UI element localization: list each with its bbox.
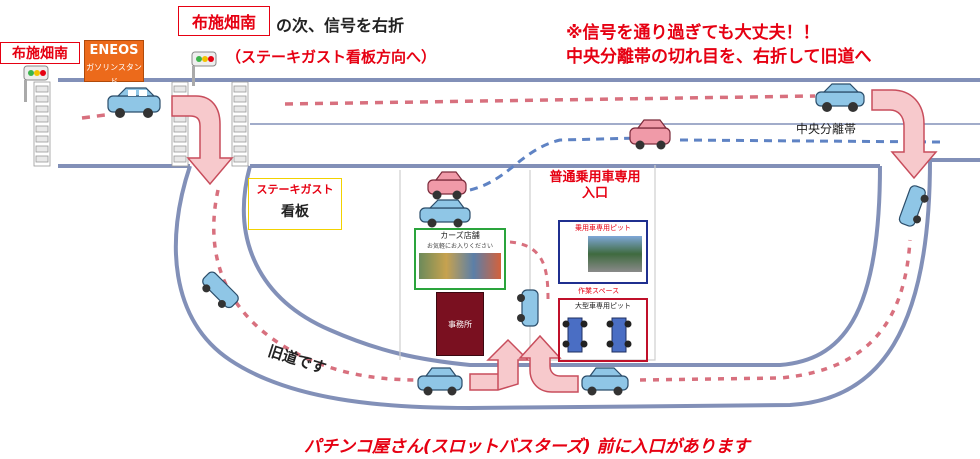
entrance-label: 普通乗用車専用 入口 [540, 170, 650, 202]
route-left-approach [81, 113, 106, 120]
entrance-arrow-left-icon [469, 338, 530, 391]
crosswalk-middle-a [171, 81, 189, 167]
steak-sign-line1: ステーキガスト [256, 183, 334, 196]
eneos-brand: ENEOS [89, 43, 139, 58]
route-old-road-left [212, 189, 421, 382]
median-label: 中央分離帯 [796, 122, 857, 136]
turn-arrow-right-icon [871, 89, 938, 180]
note-line1: ※信号を通り過ぎても大丈夫！！ [566, 23, 820, 43]
eneos-sign: ENEOS ガソリンスタンド [84, 40, 144, 86]
pit-normal: 乗用車専用ピット [558, 220, 648, 284]
top-left-sign: 布施畑南 [0, 42, 80, 64]
cars-shop-sub: お気軽にお入りください [426, 243, 493, 250]
steak-sign: ステーキガスト 看板 [248, 178, 342, 230]
entrance-label-line1: 普通乗用車専用 [549, 170, 641, 185]
entrance-arrow-right-icon [518, 334, 579, 393]
pit-normal-photo [588, 236, 642, 272]
pit-normal-label: 乗用車専用ピット [575, 224, 631, 232]
car-pink-median-icon [629, 119, 671, 150]
car-main-road-right-icon [815, 83, 865, 112]
route-main-road [284, 94, 816, 106]
pit-large: 大型車専用ピット [558, 298, 648, 362]
car-main-road-left-icon [107, 87, 161, 118]
car-old-road-left-icon [202, 271, 239, 309]
footer-note: パチンコ屋さん(スロットバスターズ) 前に入口があります [304, 437, 750, 457]
old-road-inner-edge [241, 165, 882, 367]
instruction-sign: 布施畑南 [178, 6, 270, 36]
steak-sign-line2: 看板 [281, 204, 309, 220]
car-old-road-right-icon [898, 185, 929, 227]
note-line2: 中央分離帯の切れ目を、右折して旧道へ [566, 47, 872, 67]
pit-large-label: 大型車専用ピット [575, 302, 631, 310]
eneos-sub: ガソリンスタンド [86, 63, 142, 86]
cars-shop-title: カーズ店舗 [440, 231, 480, 240]
truck-left-icon [562, 317, 588, 353]
median-dashed-line [469, 136, 941, 192]
office: 事務所 [436, 292, 484, 356]
car-old-road-bottom-right-icon [581, 367, 629, 396]
instruction-text: の次、信号を右折 [276, 16, 405, 35]
cars-shop: カーズ店舗 お気軽にお入りください [414, 228, 506, 290]
route-inside-lot [509, 240, 550, 301]
old-road-outer-edge [173, 159, 932, 411]
traffic-light-left-icon [23, 65, 49, 102]
instruction-sub: （ステーキガスト看板方向へ） [226, 48, 437, 66]
crosswalk-left [33, 81, 51, 167]
cars-shop-photo [419, 253, 501, 279]
car-pink-lot-icon [427, 171, 467, 200]
car-lot-vertical-icon [517, 289, 539, 327]
truck-right-icon [606, 317, 632, 353]
traffic-light-middle-icon [191, 51, 217, 86]
work-space-label: 作業スペース [578, 287, 620, 295]
crosswalk-middle-b [231, 81, 249, 167]
turn-arrow-left-icon [171, 95, 234, 186]
entrance-label-line2: 入口 [581, 186, 608, 201]
route-old-road-right [639, 239, 912, 382]
car-lot-icon [419, 199, 471, 228]
car-old-road-bottom-left-icon [417, 367, 463, 396]
